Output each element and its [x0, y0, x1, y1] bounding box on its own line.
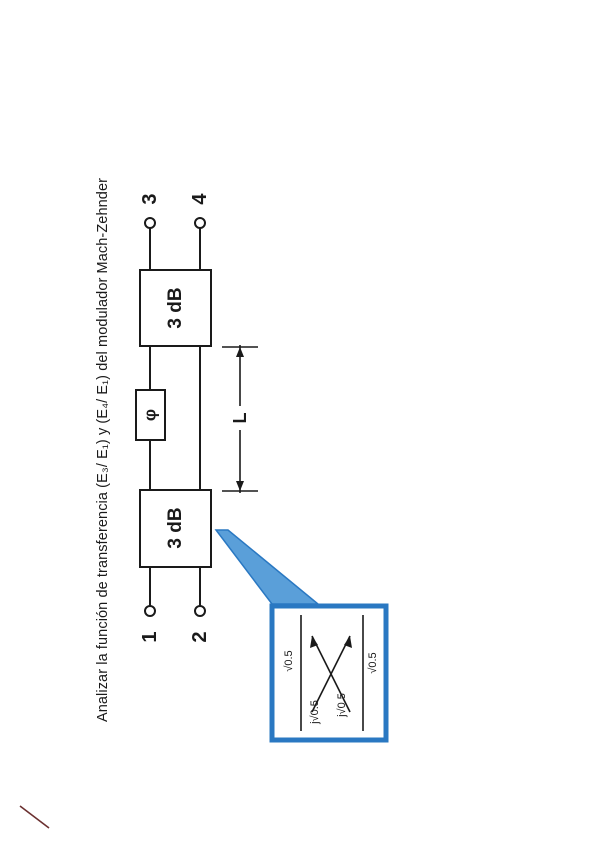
right-coupler-label: 3 dB: [165, 287, 186, 328]
coupler-matrix-inset: √0.5 j√0.5 j√0.5 √0.5: [269, 603, 389, 743]
port-4-terminal: [194, 217, 206, 229]
inset-term-top-left: √0.5: [283, 650, 295, 671]
length-label: L: [230, 413, 250, 424]
length-arrow-bottom: [236, 481, 244, 491]
port-2-terminal: [194, 605, 206, 617]
inset-cross-line-2: [311, 635, 351, 713]
port-1-terminal: [144, 605, 156, 617]
right-coupler-box: [139, 269, 212, 347]
left-coupler-label: 3 dB: [165, 507, 186, 548]
inset-term-top-right: j√0.5: [309, 700, 321, 725]
inset-term-bottom-right: √0.5: [367, 652, 379, 673]
phase-shifter-label: φ: [140, 409, 159, 421]
inset-frame: [269, 603, 389, 743]
inset-term-bottom-left: j√0.5: [336, 693, 348, 718]
inset-arrowhead-2: [344, 636, 352, 648]
phase-shifter-box: [135, 389, 166, 441]
length-arrow-top: [236, 347, 244, 357]
left-coupler-box: [139, 489, 212, 568]
port-3-terminal: [144, 217, 156, 229]
scan-mark: [19, 805, 50, 829]
inset-pointer: [214, 529, 321, 605]
inset-arrowhead-1: [310, 636, 318, 648]
